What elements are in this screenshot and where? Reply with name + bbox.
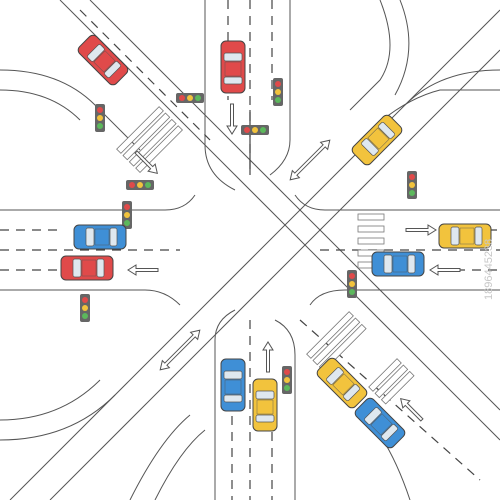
car	[252, 378, 278, 432]
car	[220, 40, 246, 94]
arrow-up-icon	[262, 341, 274, 373]
arrow-left-icon	[429, 264, 461, 276]
traffic-light-icon	[122, 201, 132, 229]
cars	[60, 34, 492, 449]
crosswalk-right	[357, 213, 385, 269]
arrow-right-icon	[405, 224, 437, 236]
crosswalk-top-left	[116, 106, 183, 173]
traffic-light-icon	[176, 93, 204, 103]
traffic-light-icon	[80, 294, 90, 322]
double-arrow-icon	[289, 139, 331, 181]
traffic-light-icon	[95, 104, 105, 132]
traffic-light-icon	[241, 125, 269, 135]
traffic-light-icon	[126, 180, 154, 190]
car	[316, 357, 368, 409]
direction-arrows	[127, 103, 461, 422]
car	[438, 223, 492, 249]
traffic-light-icon	[407, 171, 417, 199]
car	[371, 251, 425, 277]
arrow-left-icon	[127, 264, 159, 276]
car	[354, 397, 406, 449]
crosswalk-bottom-right	[306, 311, 367, 372]
arrow-up-left-icon	[400, 398, 424, 422]
car	[60, 255, 114, 281]
car	[220, 358, 246, 412]
car	[351, 114, 403, 166]
car	[77, 34, 129, 86]
traffic-light-icon	[282, 366, 292, 394]
traffic-light-icon	[347, 270, 357, 298]
arrow-down-icon	[226, 103, 238, 135]
watermark-stock-id: 1896445238	[483, 239, 495, 300]
car	[73, 224, 127, 250]
crosswalk-bottom-right-2	[368, 358, 415, 405]
traffic-light-icon	[273, 78, 283, 106]
double-arrow-icon	[159, 329, 201, 371]
traffic-lights	[80, 78, 417, 394]
arrow-down-right-icon	[134, 150, 158, 174]
